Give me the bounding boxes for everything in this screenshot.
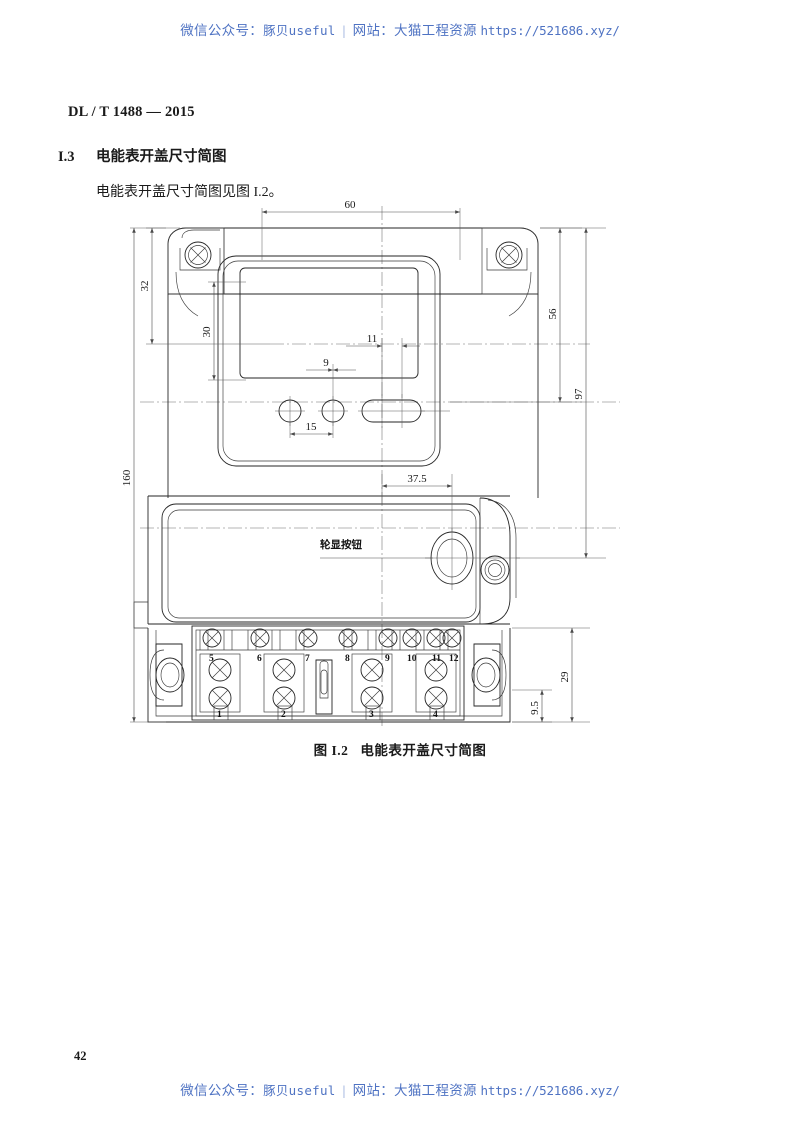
terminal-screws-upper xyxy=(196,628,462,651)
section-number: I.3 xyxy=(58,149,75,165)
dimension-label-9: 9 xyxy=(323,357,329,369)
terminal-label-7: 7 xyxy=(305,654,310,664)
watermark-wechat-label-footer: 微信公众号： xyxy=(180,1083,264,1098)
dimension-label-32: 32 xyxy=(139,281,151,292)
watermark-site-value: 大猫工程资源 xyxy=(394,23,477,38)
terminal-label-4: 4 xyxy=(433,710,438,720)
dimension-9-5: 9.5 xyxy=(512,689,552,723)
watermark-site-label-footer: 网站： xyxy=(352,1083,395,1098)
terminal-label-9: 9 xyxy=(385,654,390,664)
standard-code: DL / T 1488 — 2015 xyxy=(68,104,195,120)
dimension-60: 60 xyxy=(261,199,461,260)
callout-scroll-button: 轮显按钮 xyxy=(320,538,433,559)
watermark-wechat-label: 微信公众号： xyxy=(180,23,264,38)
dimension-97: 97 xyxy=(516,227,606,559)
terminal-label-6: 6 xyxy=(257,654,262,664)
watermark-separator-footer: | xyxy=(342,1083,346,1098)
terminal-pockets-lower xyxy=(199,653,457,713)
dimension-label-160: 160 xyxy=(121,469,133,486)
watermark-wechat-value-footer: 豚贝useful xyxy=(263,1083,336,1098)
meter-dimension-drawing: 5 6 7 8 9 10 11 12 xyxy=(120,198,680,743)
section-title: 电能表开盖尺寸简图 xyxy=(96,149,227,165)
figure-caption-number: 图 I.2 xyxy=(313,743,349,758)
watermark-url-footer: https://521686.xyz/ xyxy=(480,1083,620,1098)
dimension-160: 160 xyxy=(121,227,166,723)
terminal-labels-lower: 1 2 3 4 xyxy=(213,705,445,721)
dimension-label-56: 56 xyxy=(547,308,559,320)
dimension-29: 29 xyxy=(512,627,590,723)
dimension-label-37-5: 37.5 xyxy=(407,473,427,485)
terminal-label-8: 8 xyxy=(345,654,350,664)
watermark-wechat-value: 豚贝useful xyxy=(263,23,336,38)
dimension-32: 32 xyxy=(139,227,270,345)
dimension-56: 56 xyxy=(450,227,582,403)
dimension-37-5: 37.5 xyxy=(381,473,453,532)
dimension-label-11: 11 xyxy=(367,333,378,345)
figure-caption: 图 I.2 电能表开盖尺寸简图 xyxy=(0,739,800,759)
dimension-label-97: 97 xyxy=(573,388,585,400)
dimension-label-15: 15 xyxy=(306,421,318,433)
page-number: 42 xyxy=(74,1049,87,1063)
watermark-site-label: 网站： xyxy=(352,23,395,38)
dimension-11: 11 xyxy=(346,333,420,398)
dimension-label-9-5: 9.5 xyxy=(529,701,541,715)
figure-caption-title: 电能表开盖尺寸简图 xyxy=(360,743,487,758)
terminal-label-1: 1 xyxy=(217,710,222,720)
watermark-header: 微信公众号：豚贝useful | 网站：大猫工程资源 https://521686.… xyxy=(0,19,800,39)
watermark-separator: | xyxy=(342,23,346,38)
section-heading: I.3 电能表开盖尺寸简图 xyxy=(58,145,227,166)
standard-code-header: DL / T 1488 — 2015 xyxy=(68,104,195,121)
dimension-9: 9 xyxy=(306,357,356,400)
terminal-label-3: 3 xyxy=(369,710,374,720)
callout-label-scroll-button: 轮显按钮 xyxy=(320,538,362,551)
dimension-15: 15 xyxy=(289,421,334,438)
dimension-label-29: 29 xyxy=(559,671,571,683)
watermark-footer: 微信公众号：豚贝useful | 网站：大猫工程资源 https://521686.… xyxy=(0,1079,800,1099)
watermark-url: https://521686.xyz/ xyxy=(480,23,620,38)
dimension-label-30: 30 xyxy=(201,326,213,338)
terminal-label-10: 10 xyxy=(407,654,417,664)
watermark-site-value-footer: 大猫工程资源 xyxy=(394,1083,477,1098)
terminal-label-5: 5 xyxy=(209,654,214,664)
dimension-label-60: 60 xyxy=(345,199,357,211)
dimension-30: 30 xyxy=(201,281,246,381)
section-body-text: 电能表开盖尺寸简图见图 I.2。 xyxy=(96,185,283,200)
terminal-label-2: 2 xyxy=(281,710,286,720)
terminal-label-12: 12 xyxy=(449,654,459,664)
